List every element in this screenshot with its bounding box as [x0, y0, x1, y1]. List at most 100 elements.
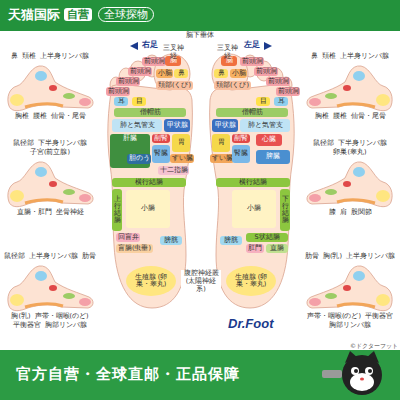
zone-label: 前頭洞 — [130, 68, 151, 75]
label-group: 鼠径部下半身リンパ腺子宮(前立腺) — [2, 140, 98, 157]
part-label: 肋骨 — [305, 253, 319, 261]
zone-label: 前頭洞 — [256, 68, 277, 75]
zone-label: 小脳 — [232, 70, 246, 77]
reflex-zone: 胃 — [172, 134, 190, 152]
part-label: 頚椎 — [322, 53, 336, 61]
zone-label: 甲状腺 — [215, 122, 236, 129]
label-group: 肋骨胸(乳)上半身リンパ腺 — [302, 253, 398, 261]
reflex-zone: 前頭洞 — [128, 67, 152, 76]
reflex-zone: 膀胱 — [160, 236, 182, 245]
zone-label: すい臓 — [172, 155, 193, 162]
direction-arrow — [264, 42, 272, 50]
reflex-zone: 盲腸(虫垂) — [116, 244, 153, 253]
zone-label: 甲状腺 — [167, 122, 188, 129]
part-label: 下半身リンパ腺 — [338, 140, 387, 148]
reflex-zone: 生殖腺 (卵巣・睾丸) — [226, 266, 276, 296]
reflex-zone: 肝臓胆のう — [110, 134, 150, 168]
reflex-zone: 頚部(くび) — [156, 81, 193, 90]
reflex-zone: 前頭洞 — [276, 87, 300, 96]
part-label: 胸(乳) — [11, 313, 30, 321]
label-group: 鼻頚椎上半身リンパ腺 — [302, 53, 398, 61]
reflex-zone: 胆のう — [127, 154, 151, 164]
reflex-zone: 脾臓 — [256, 150, 290, 164]
text-label: 三叉神経 — [160, 45, 186, 61]
reflex-zone: 横行結腸 — [216, 178, 290, 187]
label-group: 鼠径部上半身リンパ腺肋骨 — [2, 253, 98, 261]
sole-shape — [108, 54, 193, 308]
top-banner — [0, 0, 400, 31]
part-label: 上半身リンパ腺 — [40, 53, 89, 61]
reflex-zone: 肺と気管支 — [240, 119, 290, 132]
reflex-zone: 小腸 — [126, 190, 170, 228]
zone-label: 耳 — [278, 98, 285, 105]
zone-label: 膀胱 — [164, 237, 178, 244]
text-label: 脳下垂体 — [180, 32, 220, 40]
reflex-zone: 横行結腸 — [112, 178, 186, 187]
foot-heading: 右足 — [100, 40, 200, 50]
zone-label: 小腸 — [247, 205, 261, 212]
reflex-zone: 腎臓 — [232, 145, 250, 163]
zone-label: 上行結腸 — [114, 196, 121, 225]
label-group: 胸椎腰椎仙骨・尾骨 — [2, 113, 98, 121]
reflex-zone: 膀胱 — [220, 236, 242, 245]
text-label: 三叉神経 — [214, 45, 240, 61]
zone-label: 鼻 — [218, 70, 225, 77]
zone-label: 胆のう — [129, 155, 150, 162]
reflex-zone: 心臓 — [256, 134, 282, 146]
part-label: 坐骨神経 — [56, 209, 84, 217]
zone-label: 生殖腺 (卵巣・睾丸) — [229, 274, 273, 289]
direction-arrow — [130, 42, 138, 50]
side-foot-view — [307, 266, 392, 311]
zone-label: 十二指腸 — [160, 167, 188, 174]
zone-label: 前頭洞 — [108, 88, 129, 95]
cat-pupil — [368, 369, 372, 373]
zone-label: 盲腸(虫垂) — [118, 245, 151, 252]
part-label: 胸部リンパ腺 — [329, 322, 371, 330]
zone-label: 心臓 — [262, 136, 276, 143]
zone-label: 横行結腸 — [135, 179, 163, 186]
zone-label: 前頭洞 — [118, 78, 139, 85]
reflex-zone: 前頭洞 — [266, 77, 290, 86]
zone-label: 胃 — [218, 139, 225, 146]
part-label: 仙骨・尾骨 — [351, 113, 386, 121]
text-label: ©ドクターフット — [302, 342, 398, 349]
reflex-zone: 直腸 — [266, 244, 288, 253]
part-label: 鼠径部 — [313, 140, 334, 148]
part-label: 子宮(前立腺) — [30, 149, 70, 157]
reflex-zone: 目 — [132, 97, 146, 106]
zone-label: 頚部(くび) — [216, 82, 249, 89]
zone-label: 前頭洞 — [144, 58, 165, 65]
reflex-zone: 上行結腸 — [112, 189, 122, 231]
zone-label: 肝臓 — [123, 135, 137, 142]
cat-pupil — [354, 369, 358, 373]
text-label: Dr.Foot — [228, 316, 274, 332]
label-group: 声帯・咽喉(のど)平衡器官胸部リンパ腺 — [302, 313, 398, 330]
reflex-zone: 肺と気管支 — [112, 119, 162, 132]
zone-label: 胃 — [178, 139, 185, 146]
text-label: 腹腔神経叢 (太陽神経系) — [181, 270, 221, 293]
part-label: 腰椎 — [33, 113, 47, 121]
part-label: 頚椎 — [22, 53, 36, 61]
zone-label: 目 — [136, 98, 143, 105]
part-label: 声帯・咽喉(のど) — [307, 313, 361, 321]
zone-label: 小脳 — [158, 70, 172, 77]
zone-label: 横行結腸 — [239, 179, 267, 186]
reflex-zone: 胃 — [212, 134, 230, 152]
part-label: 上半身リンパ腺 — [29, 253, 78, 261]
part-label: 鼠径部 — [13, 140, 34, 148]
label-group: 直腸・肛門坐骨神経 — [2, 209, 98, 217]
part-label: 上半身リンパ腺 — [340, 53, 389, 61]
part-label: 肩 — [340, 209, 347, 217]
text-label: 自营 — [64, 8, 92, 21]
reflex-zone: 十二指腸 — [158, 166, 189, 175]
reflex-zone: すい臓 — [170, 154, 194, 163]
part-label: 鼠径部 — [4, 253, 25, 261]
part-label: 鼻 — [11, 53, 18, 61]
label-group: 鼠径部下半身リンパ腺卵巣(睾丸) — [302, 140, 398, 157]
part-label: 股関節 — [351, 209, 372, 217]
part-label: 肋骨 — [82, 253, 96, 261]
zone-label: 直腸 — [270, 245, 284, 252]
side-foot-view — [8, 266, 93, 311]
side-foot-view — [8, 66, 93, 111]
reflex-zone: 頚部(くび) — [214, 81, 251, 90]
